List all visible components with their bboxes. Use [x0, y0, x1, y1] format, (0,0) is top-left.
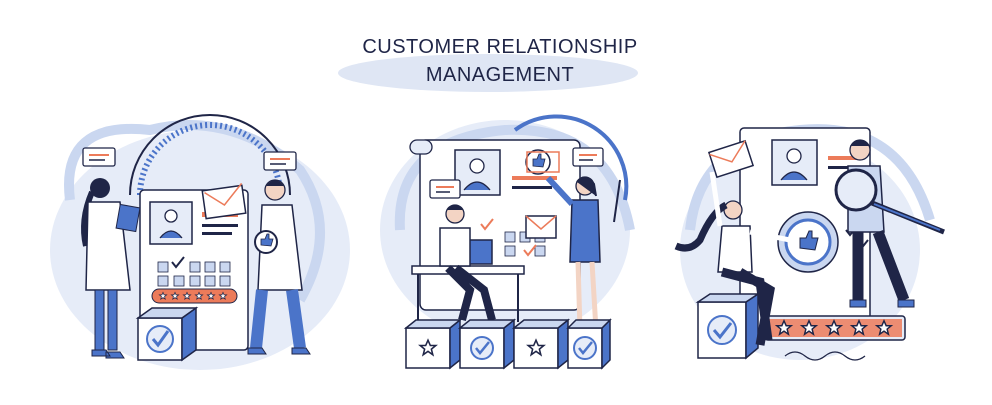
title-block: CUSTOMER RELATIONSHIP MANAGEMENT: [330, 32, 670, 102]
pointer-stick-icon: [613, 179, 621, 223]
chat-bubble-icon: [429, 179, 461, 199]
checkmark-icon: [523, 244, 537, 257]
title-line-2: MANAGEMENT: [425, 64, 575, 86]
envelope-icon: [201, 184, 247, 220]
checkmark-icon: [578, 341, 593, 355]
envelope-icon: [525, 215, 557, 239]
chat-bubble-icon: [572, 147, 604, 167]
title-highlight: [338, 54, 638, 92]
chat-bubble-icon: [82, 147, 116, 167]
chat-bubble-icon: [263, 151, 297, 171]
magnifier-icon: [834, 168, 878, 212]
scene-1-customer-profile: [50, 114, 350, 370]
scene-2-office-work: [380, 114, 635, 370]
checkmark-icon: [171, 256, 185, 269]
rating-bar: [151, 288, 238, 304]
scene-3-customer-analysis: [674, 124, 945, 361]
checkmark-icon: [480, 218, 494, 231]
checkmark-icon: [475, 341, 490, 355]
envelope-icon: [707, 139, 755, 179]
title-line-1: CUSTOMER RELATIONSHIP: [362, 36, 638, 58]
